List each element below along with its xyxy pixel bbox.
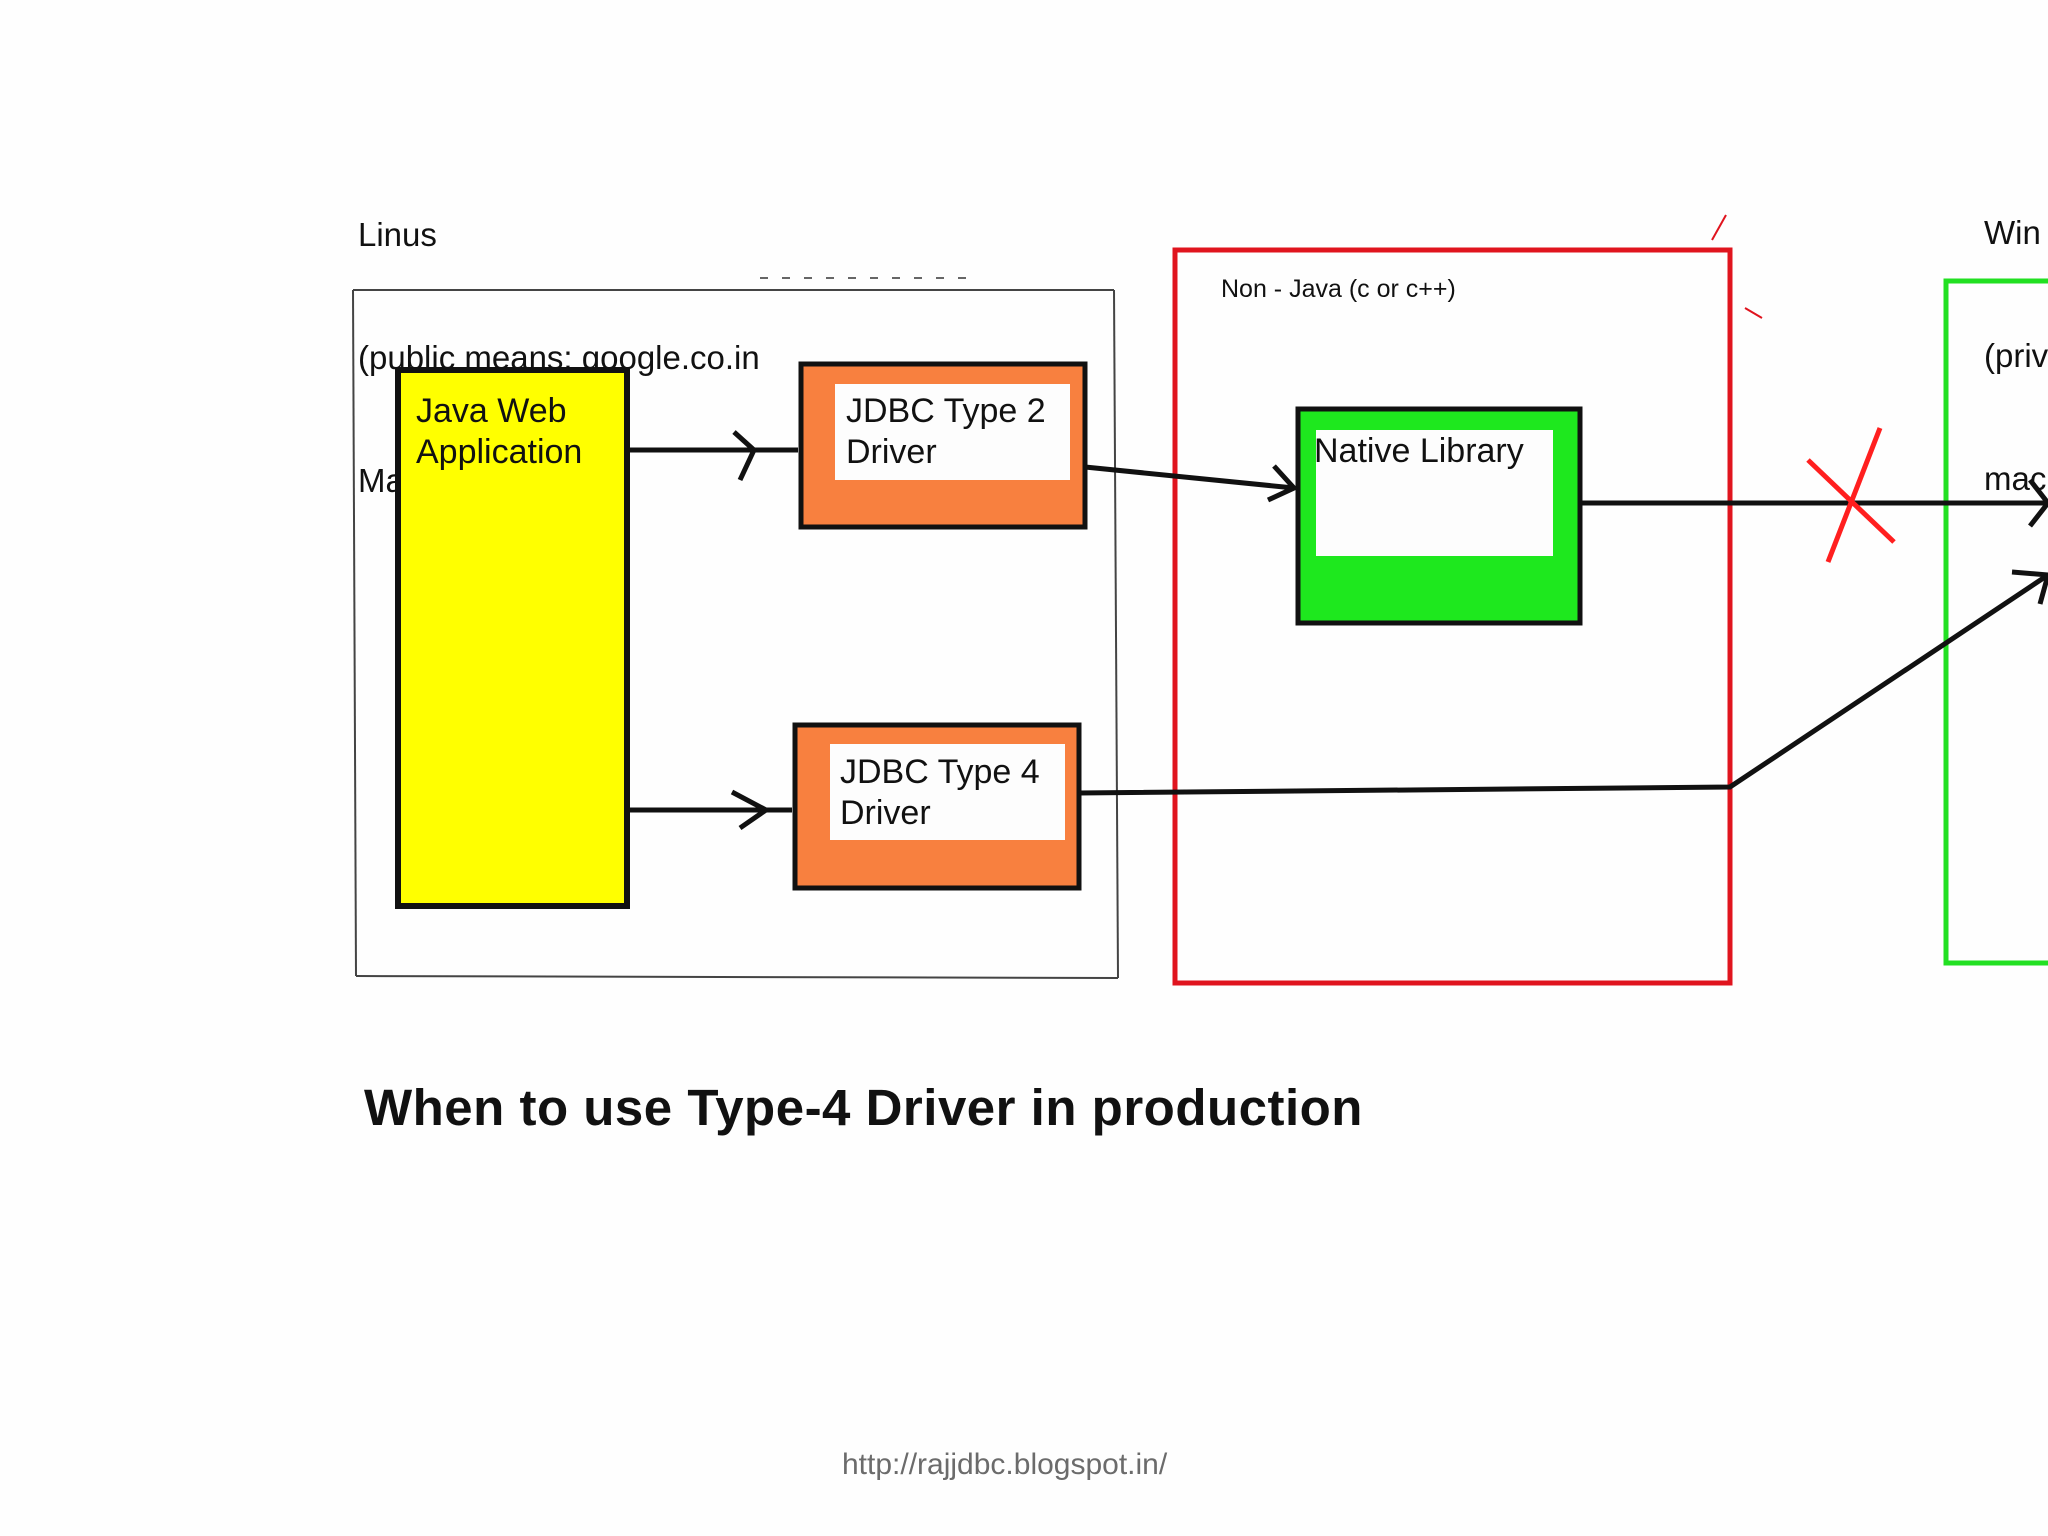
arrow-app-to-type2 — [627, 430, 798, 482]
jdbc-type4-label: JDBC Type 4 Driver — [840, 752, 1040, 834]
arrow-native-to-machine-b — [1580, 478, 2048, 528]
jdbc-type2-line1: JDBC Type 2 — [846, 392, 1046, 430]
jdbc-type4-box — [792, 722, 1082, 891]
machine-b-line1: Win — [1984, 214, 2041, 251]
slide-caption: When to use Type-4 Driver in production — [364, 1079, 1363, 1136]
machine-a-boundary — [352, 277, 1119, 979]
jdbc-type4-line1: JDBC Type 4 — [840, 753, 1040, 791]
red-tick-mark-2 — [1744, 307, 1763, 319]
machine-b-boundary — [1943, 278, 2048, 966]
footer-url: http://rajjdbc.blogspot.in/ — [842, 1448, 1168, 1481]
arrow-app-to-type4 — [627, 789, 792, 831]
machine-b-label: Win (priv mac — [1984, 130, 2048, 540]
arrow-type2-to-native — [1084, 464, 1299, 503]
non-java-boundary — [1172, 247, 1733, 986]
machine-a-line1: Linus — [358, 216, 437, 253]
native-library-label: Native Library — [1314, 432, 1524, 470]
java-web-app-line1: Java Web — [416, 392, 567, 430]
jdbc-type2-box — [798, 361, 1088, 530]
jdbc-type4-line2: Driver — [840, 794, 931, 832]
blocked-cross-icon — [1806, 427, 1896, 563]
arrow-type4-to-machine-b — [1078, 569, 2048, 796]
red-tick-mark — [1711, 214, 1727, 241]
non-java-label: Non - Java (c or c++) — [1221, 275, 1456, 303]
java-web-app-label: Java Web Application — [416, 391, 582, 473]
jdbc-type2-line2: Driver — [846, 433, 937, 471]
jdbc-type2-label: JDBC Type 2 Driver — [846, 391, 1046, 473]
java-web-app-line2: Application — [416, 433, 583, 471]
machine-b-line2: (priv — [1984, 337, 2048, 374]
native-library-box — [1295, 406, 1583, 626]
java-web-app-box — [395, 367, 630, 909]
